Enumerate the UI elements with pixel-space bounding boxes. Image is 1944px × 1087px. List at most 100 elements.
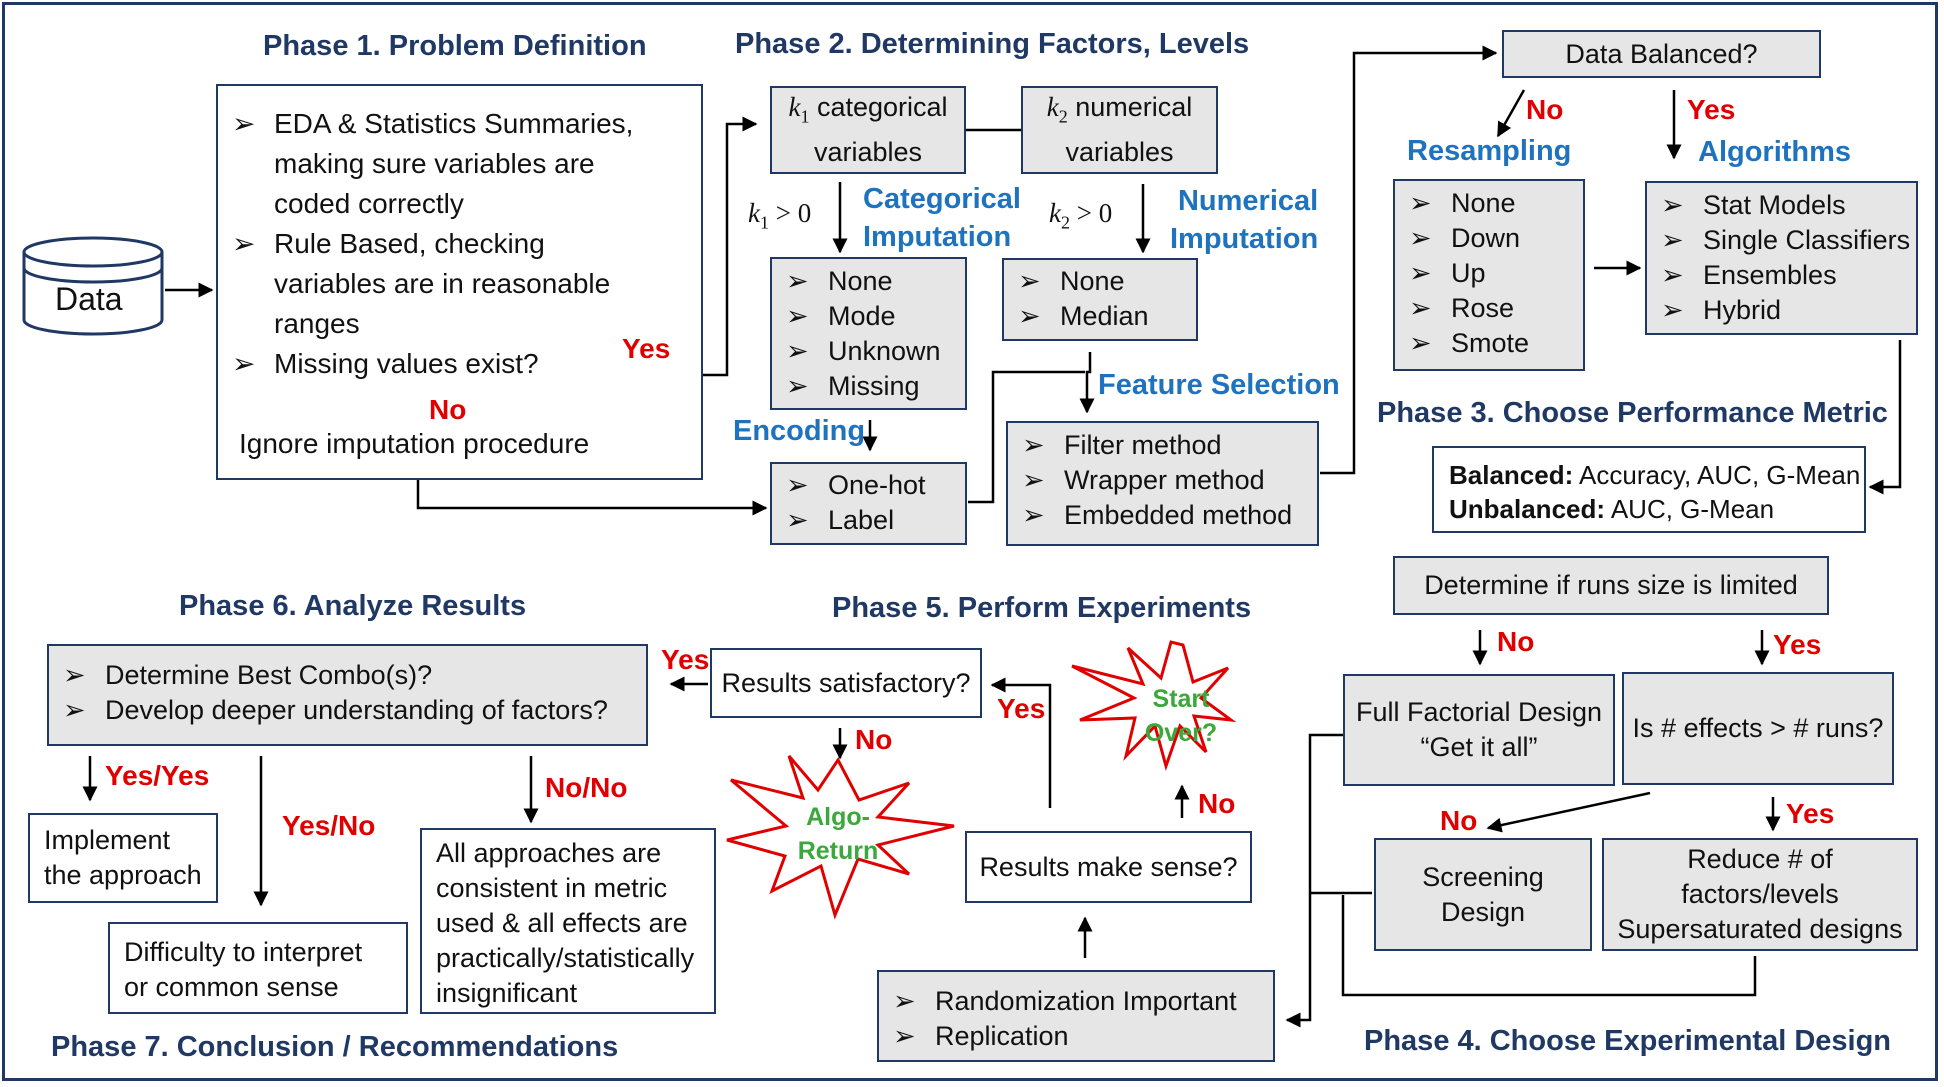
runs-no-label: No: [1497, 626, 1535, 657]
resampling-item: None: [1409, 186, 1573, 221]
algo-return-text: Algo-Return: [797, 803, 879, 865]
encoding-title: Encoding: [733, 415, 866, 447]
performance-metric-box: Balanced: Accuracy, AUC, G-Mean Unbalanc…: [1432, 446, 1866, 533]
numimp-item: Median: [1018, 299, 1186, 334]
effects-runs-box: Is # effects > # runs?: [1622, 672, 1894, 785]
randomization-item: Replication: [893, 1019, 1263, 1054]
phase4-title: Phase 4. Choose Experimental Design: [1364, 1025, 1892, 1057]
runs-limited-box: Determine if runs size is limited: [1393, 556, 1829, 615]
k1-symbol: k1: [788, 92, 810, 127]
results-satisfactory-box: Results satisfactory?: [710, 648, 982, 718]
metric-unbalanced: Unbalanced: AUC, G-Mean: [1449, 494, 1775, 524]
fs-item: Filter method: [1022, 428, 1307, 463]
arrow-fs-to-balanced: [1320, 45, 1498, 475]
yes-no-label: Yes/No: [282, 810, 376, 841]
phase5-title: Phase 5. Perform Experiments: [832, 592, 1252, 624]
catimp-item: Missing: [786, 369, 955, 404]
k2-symbol: k2: [1046, 92, 1068, 127]
problem-item-missing: Missing values exist?: [232, 344, 695, 384]
metric-balanced: Balanced: Accuracy, AUC, G-Mean: [1449, 460, 1861, 490]
arrow-problem-to-encoding: [416, 480, 768, 516]
categorical-imputation-box: None Mode Unknown Missing: [770, 257, 967, 410]
data-label: Data: [55, 281, 123, 317]
results-make-sense-box: Results make sense?: [965, 831, 1252, 903]
phase2-title: Phase 2. Determining Factors, Levels: [735, 28, 1250, 60]
phase7-title: Phase 7. Conclusion / Recommendations: [51, 1031, 619, 1063]
encoding-item: Label: [786, 503, 955, 538]
satisfactory-no-label: No: [855, 724, 893, 755]
phase3-title: Phase 3. Choose Performance Metric: [1377, 397, 1888, 429]
arrow-algorithms-to-metric: [1868, 340, 1902, 495]
arrow-design-to-randomization: [1285, 733, 1343, 1028]
resampling-box: None Down Up Rose Smote: [1393, 179, 1585, 371]
data-balanced-box: Data Balanced?: [1502, 30, 1821, 78]
effects-yes-label: Yes: [1786, 798, 1835, 829]
catimp-item: None: [786, 264, 955, 299]
sense-no-label: No: [1198, 788, 1236, 819]
algorithms-title: Algorithms: [1698, 136, 1852, 168]
sense-yes-label: Yes: [997, 693, 1046, 724]
resampling-item: Rose: [1409, 291, 1573, 326]
resampling-item: Up: [1409, 256, 1573, 291]
no-no-label: No/No: [545, 772, 628, 803]
satisfactory-yes-label: Yes: [661, 644, 710, 675]
analyze-item: Determine Best Combo(s)?: [63, 658, 636, 693]
algorithm-item: Ensembles: [1661, 258, 1906, 293]
randomization-item: Randomization Important: [893, 984, 1263, 1019]
numimp-item: None: [1018, 264, 1186, 299]
numerical-imputation-box: None Median: [1002, 258, 1198, 341]
algo-return-star: [726, 755, 955, 920]
missing-no-label: No: [429, 394, 467, 425]
k2-numerical-box: k2 numerical variables: [1021, 86, 1218, 174]
encoding-item: One-hot: [786, 468, 955, 503]
start-over-star: [1071, 640, 1237, 772]
catimp-item: Unknown: [786, 334, 955, 369]
line-encoding-to-fs: [968, 370, 1085, 504]
analyze-item: Develop deeper understanding of factors?: [63, 693, 636, 728]
arrow-balanced-no: [1496, 89, 1526, 138]
arrow-effects-no: [1486, 791, 1651, 833]
balanced-no-label: No: [1526, 94, 1564, 125]
resampling-item: Smote: [1409, 326, 1573, 361]
resampling-title: Resampling: [1407, 135, 1572, 167]
data-cylinder-shape: [22, 236, 164, 336]
problem-definition-box: EDA & Statistics Summaries,making sure v…: [216, 84, 703, 480]
consistent-box: All approaches are consistent in metric …: [420, 828, 716, 1014]
encoding-box: One-hot Label: [770, 462, 967, 545]
analyze-results-box: Determine Best Combo(s)? Develop deeper …: [47, 644, 648, 746]
line-reduce-back: [1341, 895, 1757, 997]
balanced-yes-label: Yes: [1687, 94, 1736, 125]
fs-item: Embedded method: [1022, 498, 1307, 533]
ignore-imputation-text: Ignore imputation procedure: [239, 428, 590, 459]
k2-condition: k2 > 0: [1049, 198, 1113, 233]
arrow-sense-yes: [990, 677, 1052, 808]
algorithms-box: Stat Models Single Classifiers Ensembles…: [1645, 181, 1918, 335]
problem-item-eda: EDA & Statistics Summaries,making sure v…: [232, 104, 695, 224]
fs-item: Wrapper method: [1022, 463, 1307, 498]
algorithm-item: Hybrid: [1661, 293, 1906, 328]
resampling-item: Down: [1409, 221, 1573, 256]
feature-selection-box: Filter method Wrapper method Embedded me…: [1006, 421, 1319, 546]
runs-yes-label: Yes: [1773, 629, 1822, 660]
k1-categorical-box: k1 categorical variables: [770, 86, 966, 174]
algorithm-item: Single Classifiers: [1661, 223, 1910, 258]
feature-selection-title: Feature Selection: [1098, 369, 1340, 401]
missing-yes-label: Yes: [622, 333, 671, 364]
yes-yes-label: Yes/Yes: [105, 760, 210, 791]
randomization-box: Randomization Important Replication: [877, 970, 1275, 1062]
catimp-item: Mode: [786, 299, 955, 334]
phase1-title: Phase 1. Problem Definition: [263, 30, 647, 62]
phase6-title: Phase 6. Analyze Results: [179, 590, 527, 622]
algorithm-item: Stat Models: [1661, 188, 1906, 223]
effects-no-label: No: [1440, 805, 1478, 836]
